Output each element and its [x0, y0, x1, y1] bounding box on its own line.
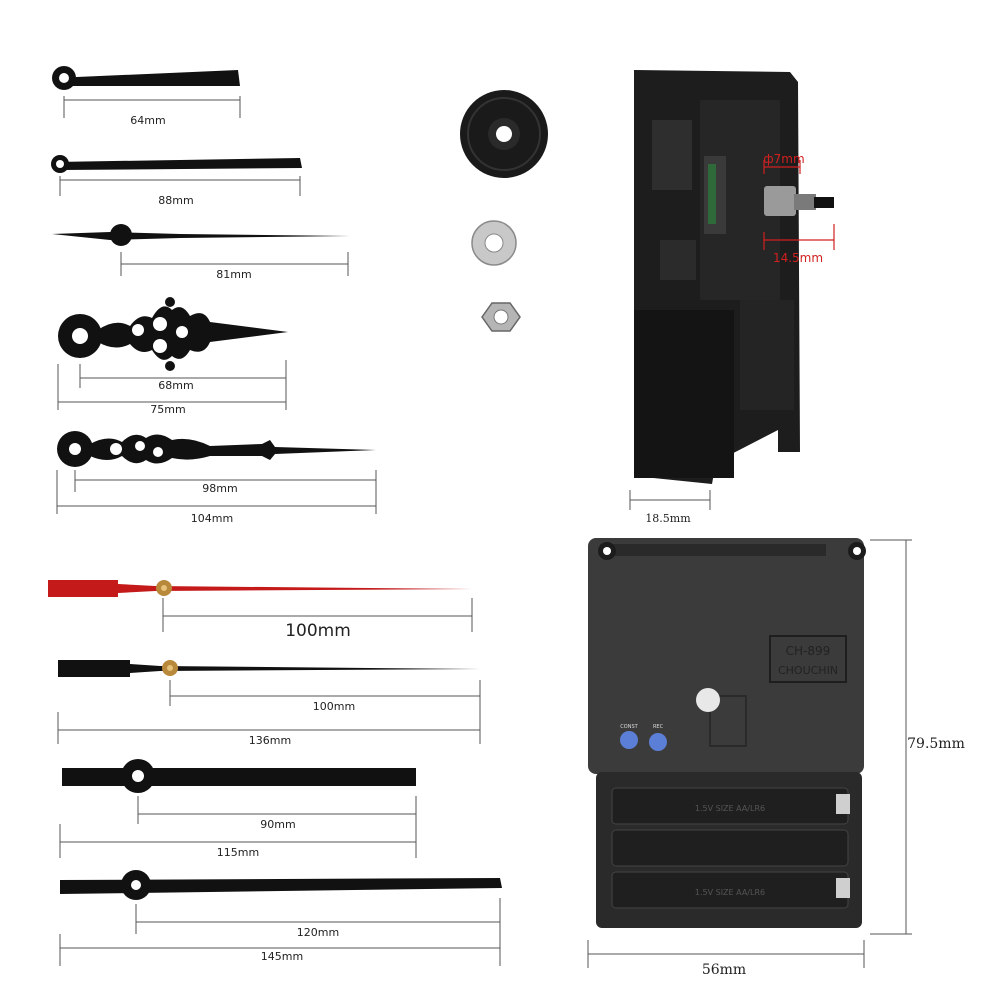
- hand-88mm: 88mm: [51, 155, 302, 207]
- width-label: 56mm: [702, 962, 746, 978]
- hand-81mm: 81mm: [52, 224, 350, 281]
- brand-label: CHOUCHIN: [778, 664, 838, 677]
- hand-115mm: 90mm 115mm: [59, 759, 417, 859]
- height-label: 79.5mm: [907, 736, 965, 752]
- metal-washer: [471, 220, 517, 266]
- hand-label: 88mm: [158, 194, 193, 207]
- hand-label-outer: 145mm: [261, 950, 303, 963]
- hand-label-inner: 68mm: [158, 379, 193, 392]
- hand-ornate-104mm: 98mm 104mm: [56, 431, 377, 525]
- battery-label: 1.5V SIZE AA/LR6: [695, 804, 765, 813]
- hand-ornate-75mm: 68mm 75mm: [57, 297, 288, 416]
- hand-64mm: 64mm: [52, 66, 241, 127]
- hand-label-outer: 75mm: [150, 403, 185, 416]
- hand-red-100mm: 100mm: [48, 580, 473, 641]
- hand-label: 81mm: [216, 268, 251, 281]
- hand-label-outer: 115mm: [217, 846, 259, 859]
- movement-side-view: ф7mm 14.5mm 18.5mm: [629, 70, 835, 525]
- hand-label-inner: 120mm: [297, 926, 339, 939]
- hand-label-outer: 136mm: [249, 734, 291, 747]
- movement-back-view: CH-899 CHOUCHIN CONST REC 1.5V SIZE AA/L…: [587, 538, 965, 978]
- hand-label: 100mm: [285, 621, 351, 641]
- button-right-label: REC: [653, 724, 664, 730]
- hand-label-inner: 98mm: [202, 482, 237, 495]
- hand-label-inner: 90mm: [260, 818, 295, 831]
- battery-label: 1.5V SIZE AA/LR6: [695, 888, 765, 897]
- depth-label: 18.5mm: [645, 512, 691, 525]
- hand-label-inner: 100mm: [313, 700, 355, 713]
- rubber-washer: [460, 90, 548, 178]
- button-left-label: CONST: [620, 724, 638, 730]
- hand-145mm: 120mm 145mm: [59, 870, 502, 966]
- shaft-diameter-label: ф7mm: [763, 152, 804, 166]
- model-label: CH-899: [786, 644, 831, 658]
- hand-label: 64mm: [130, 114, 165, 127]
- hand-label-outer: 104mm: [191, 512, 233, 525]
- shaft-length-label: 14.5mm: [773, 251, 823, 265]
- hand-black-136mm: 100mm 136mm: [57, 660, 481, 747]
- hex-nut: [481, 302, 521, 332]
